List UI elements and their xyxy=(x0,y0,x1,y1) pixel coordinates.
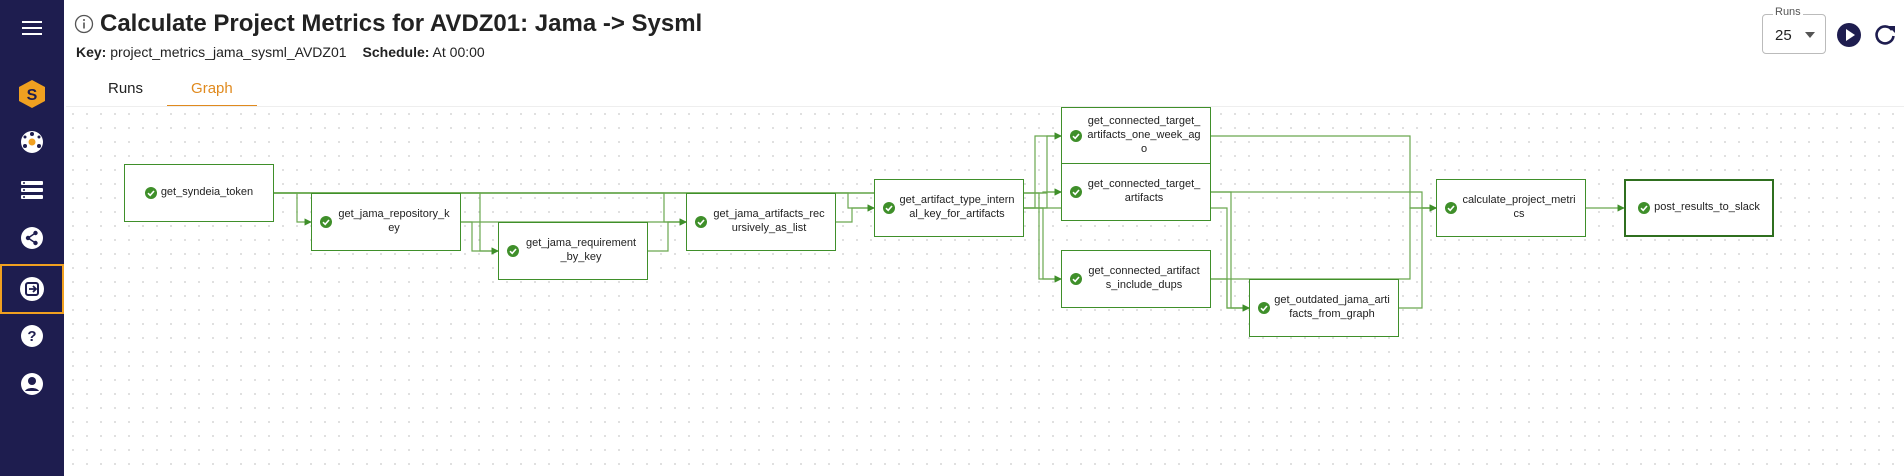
task-node-label: get_jama_requirement_by_key xyxy=(525,237,637,263)
task-node-calculate-project-metrics[interactable]: calculate_project_metrics xyxy=(1436,179,1586,237)
task-node-label: get_syndeia_token xyxy=(160,186,254,199)
task-node-label: calculate_project_metrics xyxy=(1462,194,1576,220)
key-value: project_metrics_jama_sysml_AVDZ01 xyxy=(110,44,347,60)
success-check-icon xyxy=(1070,186,1082,198)
success-check-icon xyxy=(1258,302,1270,314)
graph-canvas[interactable]: get_syndeia_token get_jama_repository_key… xyxy=(66,106,1904,476)
success-check-icon xyxy=(144,187,157,199)
page-title: Calculate Project Metrics for AVDZ01: Ja… xyxy=(100,10,703,37)
task-node-label: get_outdated_jama_artifacts_from_graph xyxy=(1274,294,1390,320)
graph-edge xyxy=(648,218,687,252)
success-check-icon xyxy=(1638,202,1651,214)
runs-select-value: 25 xyxy=(1775,27,1792,44)
success-check-icon xyxy=(1070,273,1082,285)
graph-edge xyxy=(274,192,312,226)
task-node-label: get_artifact_type_internal_key_for_artif… xyxy=(899,194,1015,220)
task-node-get-jama-requirement-by-key[interactable]: get_jama_requirement_by_key xyxy=(498,222,648,280)
schedule-value: At 00:00 xyxy=(432,44,485,60)
refresh-button[interactable] xyxy=(1872,22,1898,48)
task-node-label: post_results_to_slack xyxy=(1654,201,1760,214)
tab-graph[interactable]: Graph xyxy=(167,76,257,107)
title-row: Calculate Project Metrics for AVDZ01: Ja… xyxy=(74,10,702,38)
schedule-label: Schedule: xyxy=(362,44,430,60)
sidebar-item-share[interactable] xyxy=(0,216,64,260)
sidebar-item-home[interactable]: S xyxy=(0,72,64,116)
success-check-icon xyxy=(883,202,895,214)
sidebar-item-pipelines[interactable] xyxy=(0,264,64,314)
task-node-get-jama-repository-key[interactable]: get_jama_repository_key xyxy=(311,193,461,251)
task-node-label: get_connected_artifacts_include_dups xyxy=(1088,265,1200,291)
success-check-icon xyxy=(1445,202,1457,214)
task-node-get-jama-artifacts-recursively-as-list[interactable]: get_jama_artifacts_recursively_as_list xyxy=(686,193,836,251)
task-node-label: get_connected_target_artifacts xyxy=(1087,178,1201,204)
network-hub-icon xyxy=(21,131,43,153)
account-icon xyxy=(21,373,43,395)
page-header: Calculate Project Metrics for AVDZ01: Ja… xyxy=(64,0,1904,107)
graph-edge xyxy=(1211,191,1437,212)
task-node-get-connected-target-artifacts-one-week-ago[interactable]: get_connected_target_artifacts_one_week_… xyxy=(1061,107,1211,165)
task-node-get-artifact-type-internal-key-for-artifacts[interactable]: get_artifact_type_internal_key_for_artif… xyxy=(874,179,1024,237)
syndeia-logo-icon: S xyxy=(19,80,45,108)
task-node-label: get_jama_repository_key xyxy=(338,208,450,234)
pipeline-sync-icon xyxy=(20,277,44,301)
task-node-post-results-to-slack[interactable]: post_results_to_slack xyxy=(1624,179,1774,237)
sidebar-item-storage[interactable] xyxy=(0,168,64,212)
tab-bar: Runs Graph xyxy=(84,76,257,107)
graph-edge xyxy=(1211,278,1250,312)
info-icon[interactable] xyxy=(74,14,94,34)
tab-runs[interactable]: Runs xyxy=(108,80,144,97)
graph-edges xyxy=(274,132,1625,312)
sidebar-item-account[interactable] xyxy=(0,362,64,406)
schedule-meta: Schedule: At 00:00 xyxy=(363,44,485,60)
svg-text:?: ? xyxy=(27,328,36,345)
task-node-get-syndeia-token[interactable]: get_syndeia_token xyxy=(124,164,274,222)
share-icon xyxy=(21,227,43,249)
menu-button[interactable] xyxy=(0,6,64,50)
success-check-icon xyxy=(695,216,707,228)
task-node-get-outdated-jama-artifacts-from-graph[interactable]: get_outdated_jama_artifacts_from_graph xyxy=(1249,279,1399,337)
success-check-icon xyxy=(320,216,332,228)
graph-edge xyxy=(836,204,875,223)
key-label: Key: xyxy=(76,44,107,60)
task-node-get-connected-target-artifacts[interactable]: get_connected_target_artifacts xyxy=(1061,163,1211,221)
graph-edge xyxy=(1024,188,1062,209)
storage-list-icon xyxy=(21,181,43,199)
task-node-get-connected-artifacts-include-dups[interactable]: get_connected_artifacts_include_dups xyxy=(1061,250,1211,308)
help-icon: ? xyxy=(21,325,43,347)
task-node-label: get_connected_target_artifacts_one_week_… xyxy=(1087,115,1201,155)
svg-text:S: S xyxy=(27,87,38,104)
menu-icon xyxy=(22,21,42,35)
sidebar-item-help[interactable]: ? xyxy=(0,314,64,358)
key-meta: Key: project_metrics_jama_sysml_AVDZ01 xyxy=(76,44,347,60)
pipeline-meta: Key: project_metrics_jama_sysml_AVDZ01 S… xyxy=(76,44,485,60)
runs-select-label: Runs xyxy=(1773,6,1803,18)
success-check-icon xyxy=(1070,130,1082,142)
play-button[interactable] xyxy=(1836,22,1862,48)
refresh-icon xyxy=(1875,25,1895,45)
graph-edge xyxy=(1024,207,1062,283)
sidebar: S ? xyxy=(0,0,64,476)
runs-select[interactable]: Runs 25 xyxy=(1762,6,1826,54)
graph-edge xyxy=(1399,204,1437,309)
graph-edge xyxy=(1211,191,1250,312)
success-check-icon xyxy=(507,245,519,257)
graph-edge xyxy=(1211,135,1437,212)
task-node-label: get_jama_artifacts_recursively_as_list xyxy=(713,208,825,234)
caret-down-icon xyxy=(1805,32,1815,38)
graph-edge xyxy=(1211,204,1437,280)
graph-edge xyxy=(1024,132,1062,209)
sidebar-item-hub[interactable] xyxy=(0,120,64,164)
play-icon xyxy=(1846,29,1855,41)
